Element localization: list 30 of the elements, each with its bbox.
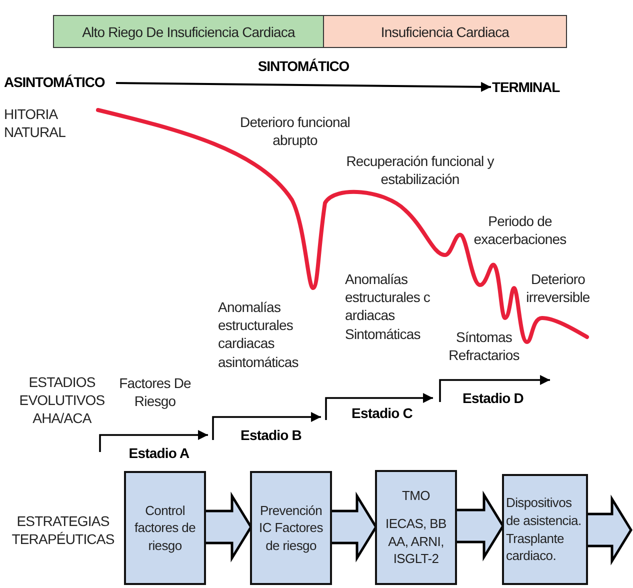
strategy-box [375, 470, 457, 585]
box-text: Prevención IC Factores de riesgo [258, 502, 324, 554]
box-text: IECAS, BB AA, ARNI, ISGLT-2 [384, 514, 448, 568]
box-text: Control factores de riesgo [133, 502, 196, 554]
stage-label: Estadio D [462, 389, 524, 408]
stage-description: Anomalías estructurales c ardiacas Sintomáticas [345, 270, 432, 343]
edge-label: SINTOMÁTICO [256, 58, 350, 74]
stage-label: Estadio A [128, 444, 190, 462]
timeline-start-label: ASINTOMÁTICO [4, 74, 116, 92]
row-heading: ESTADIOS EVOLUTIVOS AHA/ACA [18, 373, 106, 428]
stage-description: Factores De Riesgo [118, 374, 192, 410]
row-heading: ESTRATEGIAS TERAPÉUTICAS [10, 512, 116, 548]
curve-annotation: Periodo de exacerbaciones [472, 212, 568, 248]
stage-label: Estadio B [240, 426, 302, 444]
timeline-end-label: TERMINAL [492, 79, 574, 97]
box-text: TMO [402, 487, 430, 505]
failure-band: Insuficiencia Cardiaca [323, 15, 567, 48]
risk-band: Alto Riego De Insuficiencia Cardiaca [53, 15, 324, 48]
timeline-arrow [116, 82, 492, 92]
box-text: Dispositivos de asistencia. Trasplante cardiaco. [506, 494, 582, 565]
strategy-box [502, 474, 588, 585]
row-heading: HITORIA NATURAL [4, 105, 67, 142]
strategy-box [124, 471, 206, 585]
stage-description: Anomalías estructurales cardiacas asintomáticas [218, 298, 300, 371]
stage-label: Estadio C [350, 404, 414, 422]
strategy-box [250, 471, 332, 585]
curve-annotation: Deterioro irreversible [525, 270, 591, 306]
curve-annotation: Recuperación funcional y estabilización [345, 152, 495, 188]
stage-description: Síntomas Refractarios [448, 328, 520, 364]
curve-annotation: Deterioro funcional abrupto [239, 113, 351, 150]
